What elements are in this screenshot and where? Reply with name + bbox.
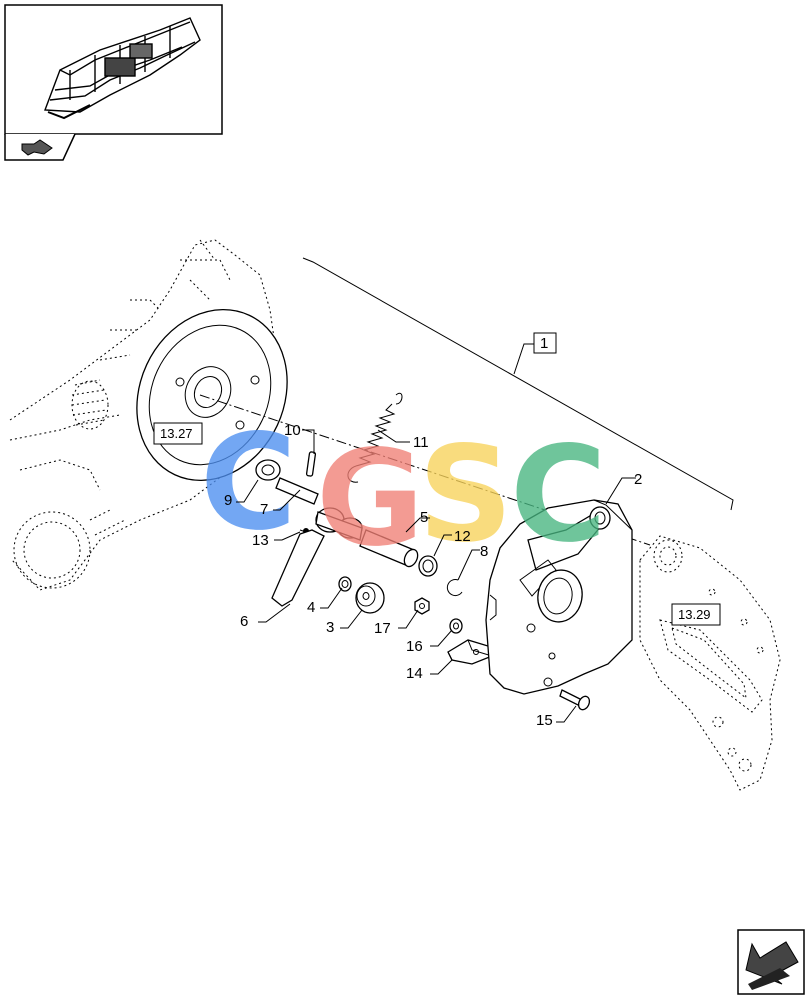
- part-8-snap-ring: [446, 579, 463, 596]
- section-ref-right[interactable]: 13.29: [671, 603, 721, 626]
- callout-1-label: 1: [540, 335, 548, 352]
- part-12-circlip: [418, 555, 438, 577]
- thumbnail-frame[interactable]: [4, 4, 223, 135]
- part-10-pin: [305, 451, 317, 477]
- part-4-washer: [338, 576, 352, 592]
- part-15-bolt: [559, 689, 591, 711]
- next-page-arrow-icon: [745, 941, 799, 990]
- part-16-washer: [449, 618, 463, 634]
- next-page-button[interactable]: [737, 929, 805, 995]
- section-ref-left[interactable]: 13.27: [153, 422, 203, 445]
- callouts: 2 3 4 5 6 7 8 9 10 11 12 13 14 15 16 17: [224, 422, 642, 729]
- callout-1[interactable]: 1: [533, 332, 557, 354]
- part-13-lever-hub: [299, 507, 363, 541]
- axis-line: [199, 394, 651, 546]
- machine-frame-thumbnail: [44, 17, 201, 120]
- thumbnail-nav-tab[interactable]: [4, 133, 76, 161]
- part-6-lever-arm: [271, 529, 325, 607]
- section-ref-left-label: 13.27: [160, 426, 193, 441]
- callout-3[interactable]: 3: [326, 619, 334, 636]
- part-3-roller: [355, 582, 385, 614]
- callout-5[interactable]: 5: [420, 509, 428, 526]
- watermark: C G S C: [200, 406, 607, 576]
- callout-12[interactable]: 12: [454, 528, 471, 545]
- callout-2[interactable]: 2: [634, 471, 642, 488]
- part-9-bushing: [255, 459, 281, 481]
- part-17-nut: [414, 597, 430, 615]
- callout-4[interactable]: 4: [307, 599, 315, 616]
- callout-16[interactable]: 16: [406, 638, 423, 655]
- callout-11[interactable]: 11: [413, 434, 429, 451]
- side-frame-plate: [639, 535, 781, 791]
- watermark-letter-4: C: [510, 418, 607, 572]
- section-ref-right-label: 13.29: [678, 607, 711, 622]
- callout-7[interactable]: 7: [260, 501, 268, 518]
- callout-17[interactable]: 17: [374, 620, 391, 637]
- part-7-shaft: [275, 477, 319, 505]
- callout-8[interactable]: 8: [480, 543, 488, 560]
- part-11-spring: [347, 392, 403, 483]
- callout-9[interactable]: 9: [224, 492, 232, 509]
- part-2-cover-plate: [485, 499, 633, 695]
- watermark-letter-1: C: [200, 406, 297, 560]
- callout-6[interactable]: 6: [240, 613, 248, 630]
- watermark-letter-3: S: [418, 418, 513, 572]
- part-14-bracket: [447, 639, 493, 665]
- callout-15[interactable]: 15: [536, 712, 553, 729]
- callout-10[interactable]: 10: [284, 422, 301, 439]
- callout-14[interactable]: 14: [406, 665, 423, 682]
- leader-lines: [236, 429, 636, 723]
- hand-pointer-icon: [21, 139, 53, 156]
- callout-13[interactable]: 13: [252, 532, 269, 549]
- part-5-long-shaft: [359, 529, 419, 568]
- watermark-letter-2: G: [316, 422, 424, 576]
